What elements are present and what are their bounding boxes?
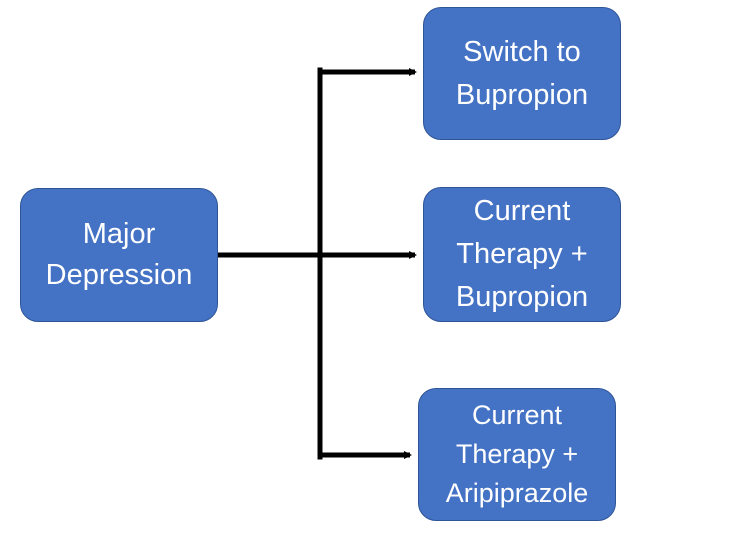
node-label-line: Switch to (463, 35, 581, 68)
node-label-line: Current (473, 195, 571, 227)
node-label-line: Current (471, 400, 563, 430)
node-current-therapy-plus-aripiprazole: Current Therapy + Aripiprazole (418, 388, 616, 521)
node-label-line: Therapy + (456, 238, 588, 270)
node-major-depression: Major Depression (20, 188, 218, 322)
node-label-line: Bupropion (455, 281, 589, 313)
node-label-line: Therapy + (455, 439, 579, 469)
node-label-line: Depression (45, 259, 193, 291)
node-label-line: Bupropion (455, 78, 589, 111)
node-label-line: Major (82, 218, 156, 250)
node-switch-to-bupropion: Switch to Bupropion (423, 7, 621, 140)
node-label-line: Aripiprazole (445, 478, 589, 508)
node-current-therapy-plus-bupropion: Current Therapy + Bupropion (423, 187, 621, 322)
